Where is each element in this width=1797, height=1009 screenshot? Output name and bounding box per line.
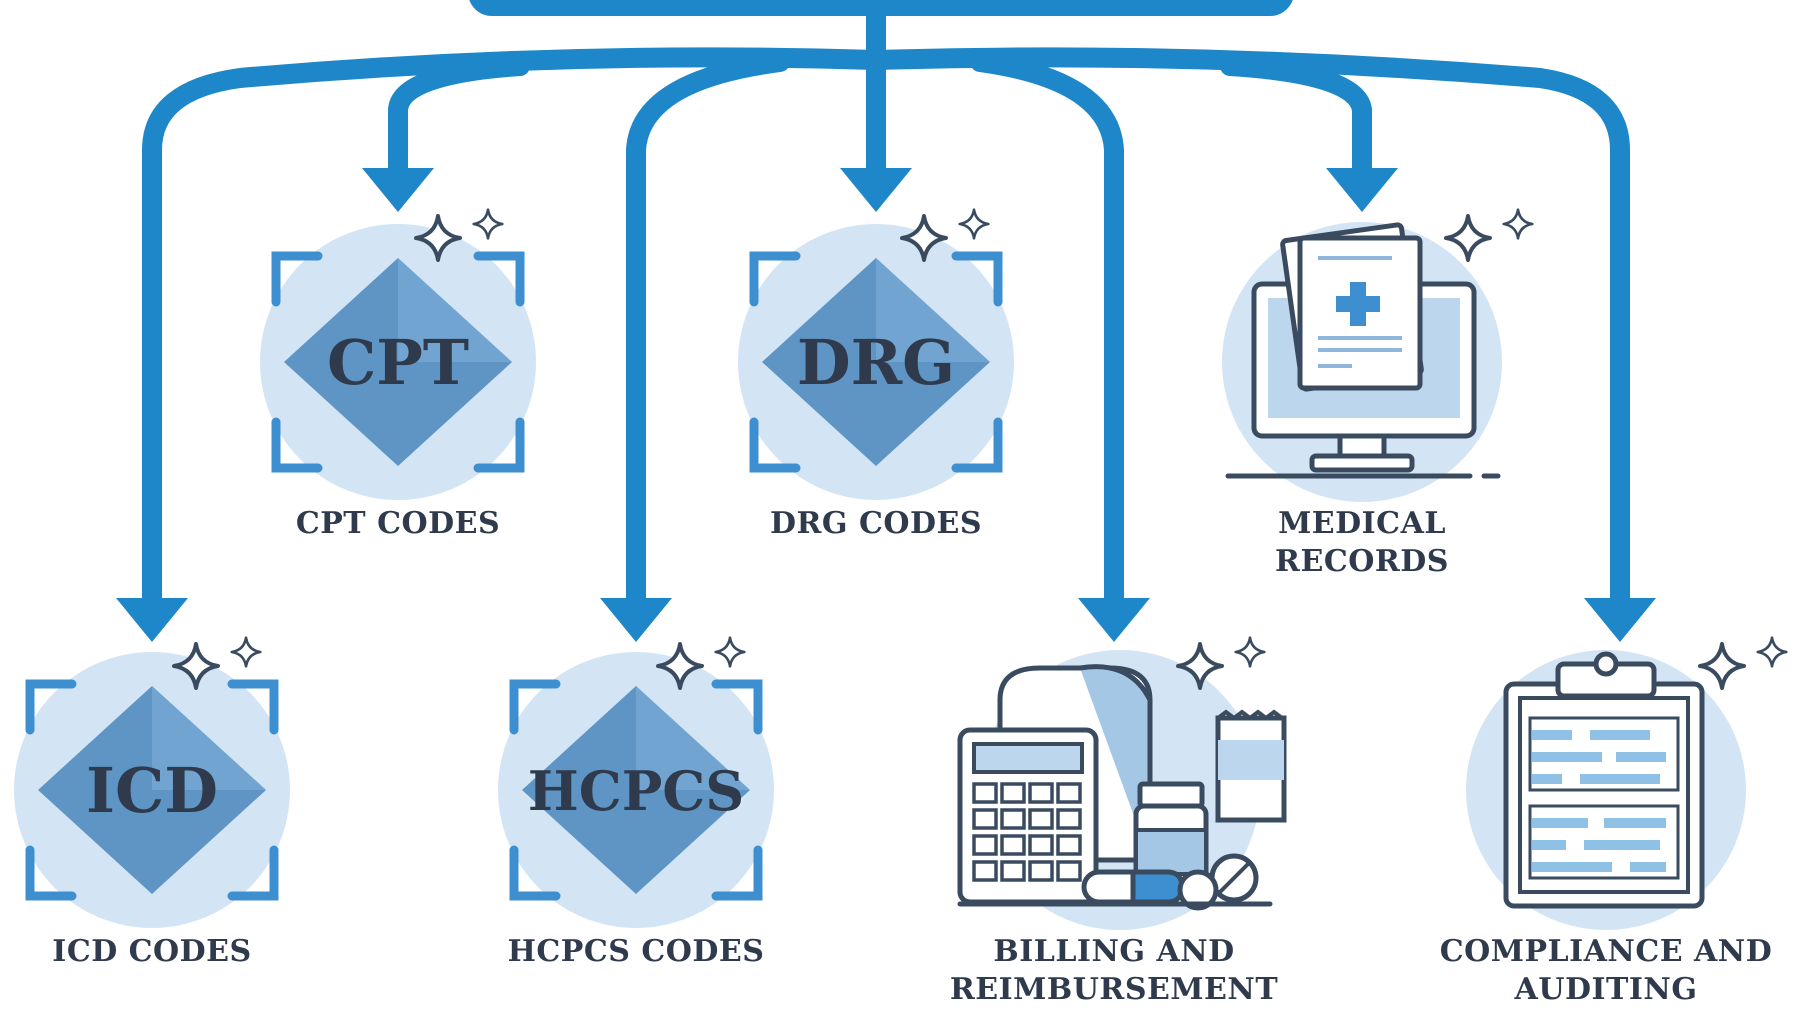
sparkle-medical [1444,208,1534,262]
node-cpt-graphic: CPT [260,224,536,500]
connector-tree [142,0,1630,610]
node-label-hcpcs: HCPCS CODES [486,933,786,971]
medical-records-monitor-icon [1222,222,1502,502]
branch-medical [1220,56,1372,180]
arrowhead-medical [1326,168,1398,212]
arrowhead-compliance [1584,598,1656,642]
node-cpt-code: CPT [327,326,469,399]
sparkle-billing [1176,636,1266,690]
node-drg-graphic: DRG [738,224,1014,500]
arrowheads [116,168,1656,642]
node-label-cpt-line: CPT CODES [295,506,501,541]
branch-billing [970,52,1124,610]
node-label-billing-line-2: REIMBURSEMENT [949,972,1279,1007]
sparkles [172,208,1788,690]
node-label-compliance-line-2: AUDITING [1514,972,1698,1007]
node-drg-code: DRG [797,326,955,399]
sparkle-hcpcs [656,636,746,690]
billing-calculator-icon [957,650,1287,930]
node-label-drg: DRG CODES [726,505,1026,543]
node-label-billing-line-1: BILLING AND [993,934,1235,969]
node-label-icd: ICD CODES [2,933,302,971]
node-label-compliance: COMPLIANCE AND AUDITING [1436,933,1776,1009]
node-label-billing: BILLING AND REIMBURSEMENT [934,933,1294,1009]
node-label-drg-line: DRG CODES [769,506,983,541]
node-label-cpt: CPT CODES [248,505,548,543]
sparkle-cpt [414,208,504,262]
node-label-compliance-line-1: COMPLIANCE AND [1439,934,1773,969]
node-hcpcs-graphic: HCPCS [498,652,774,928]
sparkle-drg [900,208,990,262]
branch-cpt [388,56,530,180]
clipboard-checklist-icon [1466,650,1746,930]
arrowhead-billing [1078,598,1150,642]
arrowhead-hcpcs [600,598,672,642]
arrowhead-cpt [362,168,434,212]
node-hcpcs-code: HCPCS [528,759,745,823]
arrowhead-drg [840,168,912,212]
sparkle-icd [172,636,262,690]
node-label-medical: MEDICAL RECORDS [1212,505,1512,581]
arrowhead-icd [116,598,188,642]
sparkle-compliance [1698,636,1788,690]
node-label-hcpcs-line: HCPCS CODES [507,934,765,969]
branch-hcpcs [626,52,790,610]
node-label-icd-line: ICD CODES [52,934,252,969]
node-icd-code: ICD [86,754,218,827]
node-label-medical-line-1: MEDICAL [1278,506,1446,541]
node-label-medical-line-2: RECORDS [1275,544,1449,579]
node-icd-graphic: ICD [14,652,290,928]
